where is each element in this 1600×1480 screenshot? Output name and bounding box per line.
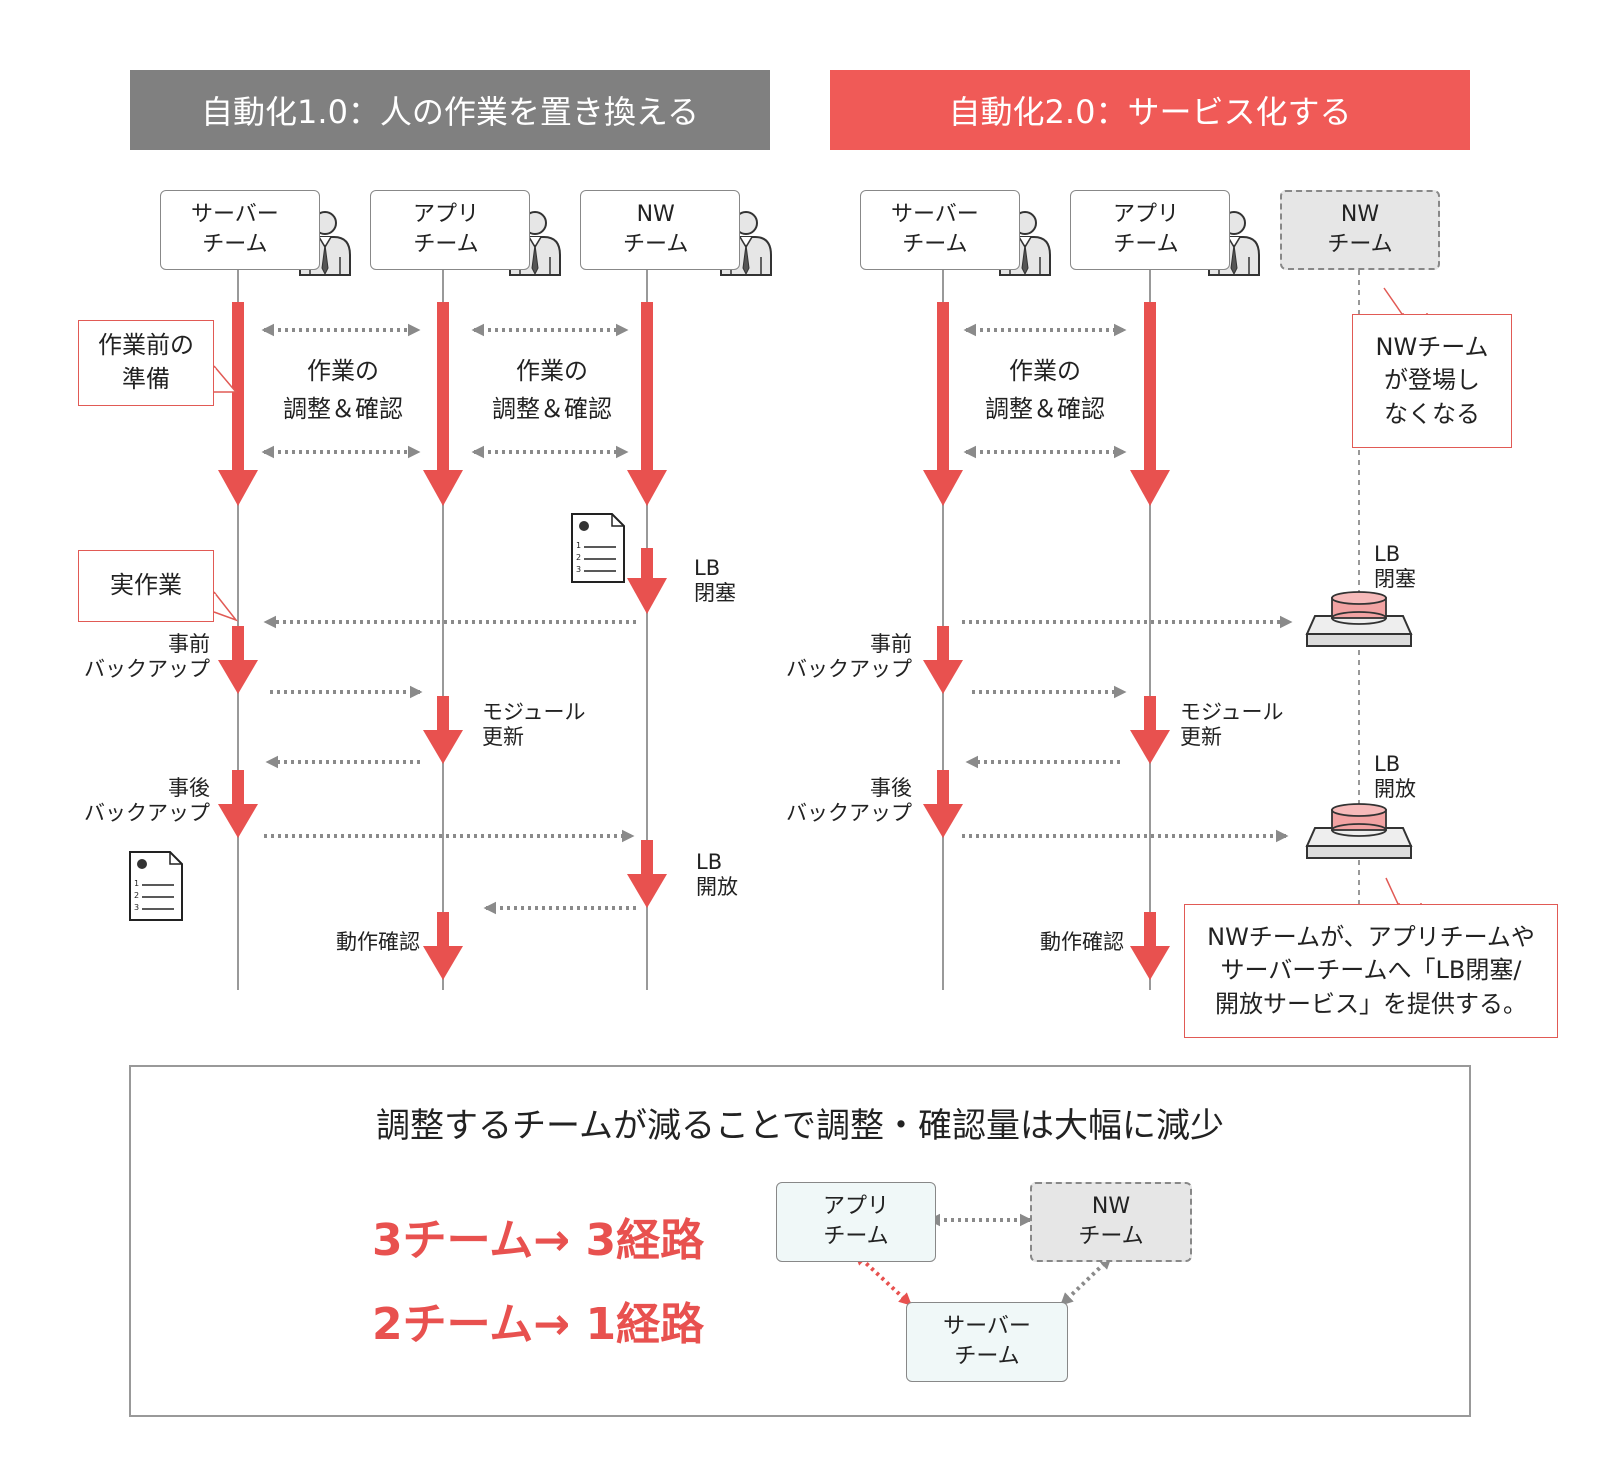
left-server-team-label: サーバー チーム bbox=[191, 202, 279, 257]
summary-line-1: 3チーム→ 3経路 bbox=[372, 1215, 705, 1266]
right-module-update-label: モジュール 更新 bbox=[1180, 700, 1284, 750]
left-pre-backup-label: 事前 バックアップ bbox=[84, 632, 210, 682]
summary-app-node: アプリ チーム bbox=[776, 1182, 936, 1262]
summary-server-node: サーバー チーム bbox=[906, 1302, 1068, 1382]
right-header: 自動化2.0：サービス化する bbox=[830, 70, 1470, 150]
right-verify-label: 動作確認 bbox=[1040, 930, 1124, 954]
left-coord-text-2: 作業の 調整＆確認 bbox=[492, 357, 612, 424]
service-callout-text: NWチームが、アプリチームや サーバーチームへ「LB閉塞/ 開放サービス」を提供… bbox=[1207, 922, 1535, 1018]
left-verify-label: 動作確認 bbox=[336, 930, 420, 954]
summary-app-node-label: アプリ チーム bbox=[822, 1194, 889, 1249]
left-nw-team-box: NW チーム bbox=[580, 190, 740, 270]
service-callout: NWチームが、アプリチームや サーバーチームへ「LB閉塞/ 開放サービス」を提供… bbox=[1184, 904, 1558, 1038]
right-server-team-box: サーバー チーム bbox=[860, 190, 1020, 270]
left-server-team-box: サーバー チーム bbox=[160, 190, 320, 270]
summary-line-2: 2チーム→ 1経路 bbox=[372, 1299, 705, 1350]
left-coord-text-1: 作業の 調整＆確認 bbox=[283, 357, 403, 424]
left-header-title: 自動化1.0：人の作業を置き換える bbox=[201, 93, 699, 131]
left-nw-team-label: NW チーム bbox=[623, 202, 689, 257]
right-app-team-label: アプリ チーム bbox=[1113, 202, 1180, 257]
summary-title: 調整するチームが減ることで調整・確認量は大幅に減少 bbox=[376, 1106, 1224, 1146]
left-post-backup-label: 事後 バックアップ bbox=[84, 776, 210, 826]
nw-gone-callout: NWチーム が登場し なくなる bbox=[1352, 314, 1512, 448]
work-callout-text: 実作業 bbox=[110, 571, 182, 600]
left-lb-open-label: LB 開放 bbox=[696, 850, 738, 900]
right-pre-backup-label: 事前 バックアップ bbox=[786, 632, 912, 682]
left-app-team-box: アプリ チーム bbox=[370, 190, 530, 270]
summary-server-node-label: サーバー チーム bbox=[943, 1314, 1031, 1369]
left-header: 自動化1.0：人の作業を置き換える bbox=[130, 70, 770, 150]
left-module-update-label: モジュール 更新 bbox=[482, 700, 586, 750]
right-nw-team-box: NW チーム bbox=[1280, 190, 1440, 270]
left-lb-close-label: LB 閉塞 bbox=[694, 556, 736, 606]
right-post-backup-label: 事後 バックアップ bbox=[786, 776, 912, 826]
summary-nw-node: NW チーム bbox=[1030, 1182, 1192, 1262]
left-app-team-label: アプリ チーム bbox=[413, 202, 480, 257]
prep-callout-text: 作業前の 準備 bbox=[98, 331, 194, 393]
right-coord-text: 作業の 調整＆確認 bbox=[985, 357, 1105, 424]
right-app-team-box: アプリ チーム bbox=[1070, 190, 1230, 270]
work-callout: 実作業 bbox=[78, 550, 214, 622]
prep-callout: 作業前の 準備 bbox=[78, 320, 214, 406]
right-nw-team-label: NW チーム bbox=[1327, 202, 1393, 257]
right-header-title: 自動化2.0：サービス化する bbox=[948, 93, 1352, 131]
right-lb-open-label: LB 開放 bbox=[1374, 752, 1416, 802]
right-server-team-label: サーバー チーム bbox=[891, 202, 979, 257]
summary-nw-node-label: NW チーム bbox=[1078, 1194, 1144, 1249]
right-lb-close-label: LB 閉塞 bbox=[1374, 542, 1416, 592]
nw-gone-callout-text: NWチーム が登場し なくなる bbox=[1375, 332, 1489, 428]
